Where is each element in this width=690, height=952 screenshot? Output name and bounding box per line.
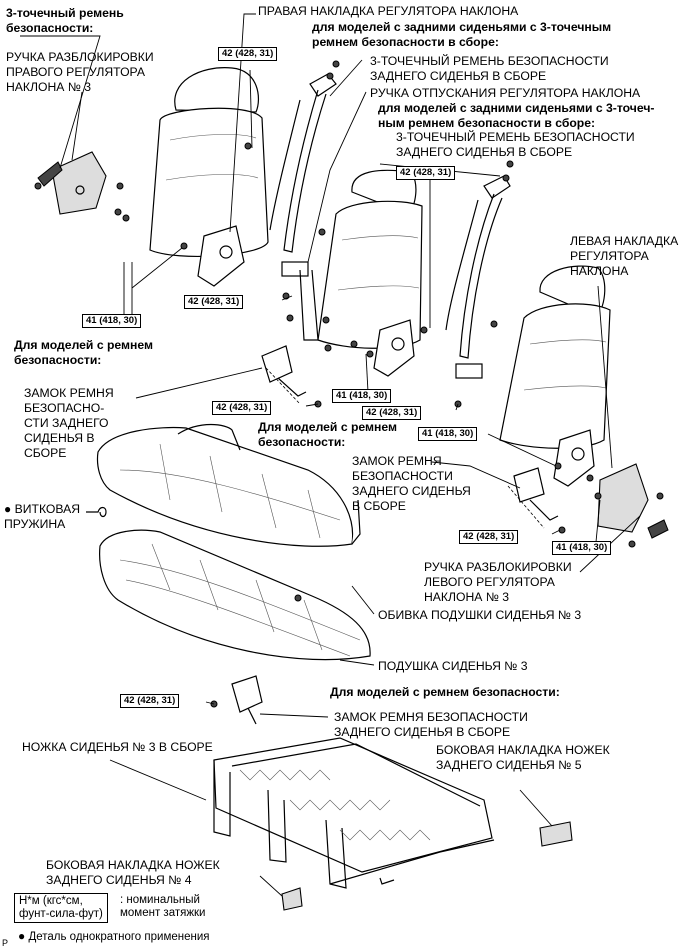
- leg-cover-4-part: [281, 887, 303, 911]
- cushion: [99, 529, 371, 661]
- single-use-footnote: ● Деталь однократного применения: [18, 929, 210, 944]
- torque-box: 41 (418, 30): [418, 427, 478, 441]
- buckle-mid: [507, 467, 559, 529]
- seat-leg-label: НОЖКА СИДЕНЬЯ № 3 В СБОРЕ: [22, 740, 213, 754]
- belt-models-note-3: Для моделей с ремнем безопасности:: [330, 685, 560, 699]
- torque-box: 42 (428, 31): [184, 295, 244, 309]
- seatback-left: [499, 265, 611, 487]
- torque-box: 41 (418, 30): [332, 389, 392, 403]
- single-use-bullet: ●: [4, 502, 12, 516]
- seatback-middle: [317, 169, 423, 377]
- torque-box: 42 (428, 31): [362, 406, 422, 420]
- bolts: [34, 60, 664, 708]
- torque-box: 42 (428, 31): [218, 47, 278, 61]
- corner-mark: P: [2, 938, 9, 948]
- torque-legend-box: Н*м (кгс*см,фунт-сила-фут): [14, 893, 108, 923]
- cushion-cover: [96, 423, 361, 547]
- rear-belt-1: [269, 73, 337, 341]
- handle-left-assy: [597, 463, 669, 539]
- rear-seat-note-1: для моделей с задними сиденьями с 3-точе…: [312, 20, 612, 49]
- torque-box: 42 (428, 31): [120, 694, 180, 708]
- rear-seat-note-2: для моделей с задними сиденьями с 3-точе…: [378, 101, 655, 130]
- right-recliner-cover-label: ПРАВАЯ НАКЛАДКА РЕГУЛЯТОРА НАКЛОНА: [258, 4, 519, 18]
- single-use-text: Деталь однократного применения: [28, 931, 210, 943]
- cushion-cover-label: ОБИВКА ПОДУШКИ СИДЕНЬЯ № 3: [378, 608, 582, 622]
- recliner-release-handle-label: РУЧКА ОТПУСКАНИЯ РЕГУЛЯТОРА НАКЛОНА: [370, 86, 641, 100]
- buckle-left: [261, 345, 307, 405]
- leg-cover-5-part: [539, 821, 573, 847]
- handle-right-assy: [37, 151, 107, 215]
- coil-spring-shape: [86, 506, 107, 518]
- leader-lines: [20, 13, 641, 897]
- single-use-bullet: ●: [18, 929, 26, 943]
- torque-box: 41 (418, 30): [82, 314, 142, 328]
- cushion-label: ПОДУШКА СИДЕНЬЯ № 3: [378, 659, 528, 673]
- torque-box: 41 (418, 30): [552, 541, 612, 555]
- buckle-bottom: [231, 675, 263, 725]
- torque-box: 42 (428, 31): [396, 166, 456, 180]
- seat-leg-frame: [213, 737, 495, 889]
- rear-belt-2: [445, 175, 511, 379]
- torque-box: 42 (428, 31): [459, 530, 519, 544]
- torque-box: 42 (428, 31): [212, 401, 272, 415]
- seatback-right: [149, 67, 269, 287]
